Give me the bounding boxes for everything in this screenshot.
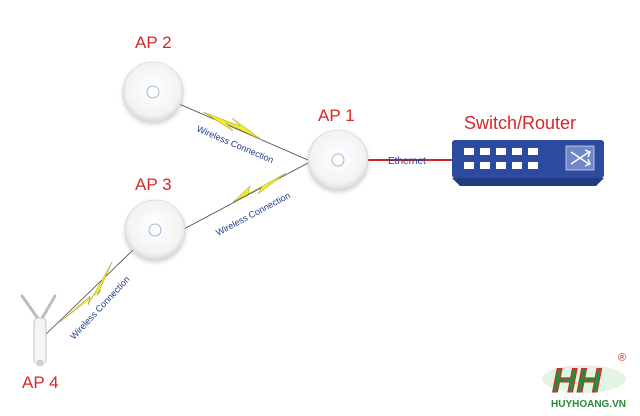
switch-icon xyxy=(452,140,604,186)
switch-router: Switch/Router xyxy=(452,113,604,186)
wireless-bolt-icon xyxy=(59,261,113,323)
ap3-label: AP 3 xyxy=(135,175,172,194)
wireless-link-ap2-ap1 xyxy=(169,99,309,161)
wireless-bolt-icon xyxy=(232,172,287,203)
logo-mark: HH xyxy=(552,362,603,400)
wireless-link-ap3-ap1 xyxy=(181,162,309,231)
access-point-ap2: AP 2 xyxy=(122,33,184,123)
logo-brand-text: HUYHOANG.VN xyxy=(551,399,626,410)
access-point-led xyxy=(148,223,162,237)
access-point-icon xyxy=(307,129,369,191)
wireless-link-ap4-ap3 xyxy=(41,249,134,339)
access-point-icon xyxy=(122,61,184,123)
link-label-ap3-ap1: Wireless Connection xyxy=(214,190,292,238)
outdoor-antenna-icon xyxy=(20,294,57,366)
wireless-bolts xyxy=(59,111,287,323)
access-point-icon xyxy=(124,199,186,261)
logo-registered: ® xyxy=(618,352,626,364)
brand-logo: HH ® HUYHOANG.VN xyxy=(542,352,626,410)
access-point-ap3: AP 3 xyxy=(124,175,186,261)
access-point-ap1: AP 1 xyxy=(307,106,369,191)
switch-label: Switch/Router xyxy=(464,113,576,133)
wireless-bolt-icon xyxy=(202,111,263,141)
link-label-ap2-ap1: Wireless Connection xyxy=(195,124,275,165)
access-point-led xyxy=(146,85,160,99)
ap2-label: AP 2 xyxy=(135,33,172,52)
connections xyxy=(41,99,452,339)
access-point-ap4: AP 4 xyxy=(20,294,59,392)
link-label-ethernet: Ethernet xyxy=(388,156,426,167)
ap4-label: AP 4 xyxy=(22,373,59,392)
ap1-label: AP 1 xyxy=(318,106,355,125)
access-point-led xyxy=(331,153,345,167)
